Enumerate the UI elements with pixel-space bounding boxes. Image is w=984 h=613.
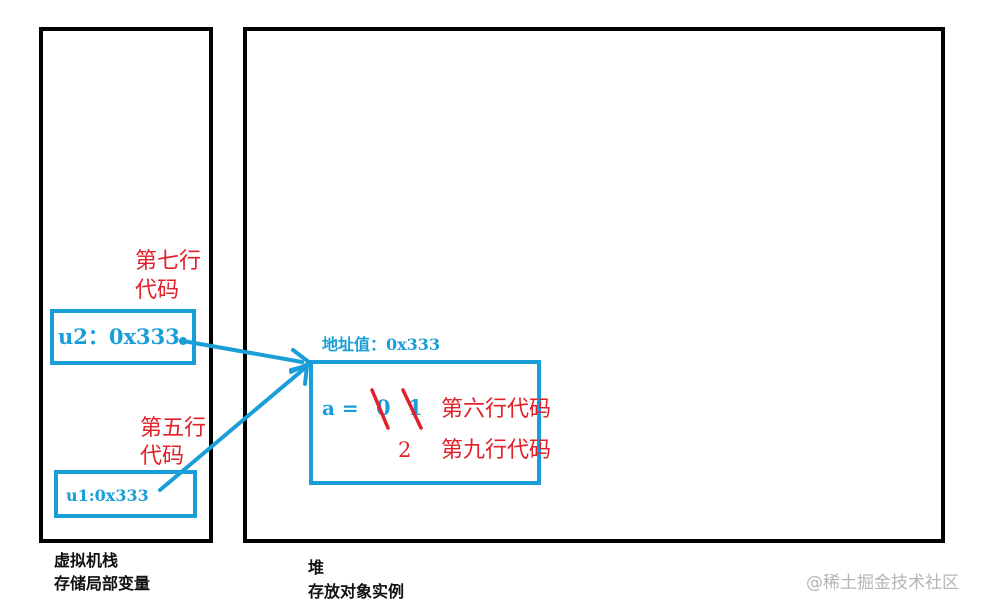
annotation-line6: 第六行代码 xyxy=(441,397,552,422)
annotation-line9: 第九行代码 xyxy=(441,438,552,463)
heap-object-box xyxy=(309,360,541,485)
annotation-line7-b: 代码 xyxy=(135,278,180,303)
annotation-line5-a: 第五行 xyxy=(140,416,207,441)
annotation-line5-b: 代码 xyxy=(140,444,185,469)
field-label: a = xyxy=(322,396,359,420)
heap-frame xyxy=(243,27,945,543)
annotation-line7-a: 第七行 xyxy=(135,249,202,274)
address-label: 地址值：0x333 xyxy=(322,335,441,354)
old-value-one: 1 xyxy=(408,395,423,420)
new-value: 2 xyxy=(398,438,412,462)
old-value-zero: 0 xyxy=(376,395,391,420)
u2-variable-box xyxy=(50,309,196,365)
stack-caption-desc: 存储局部变量 xyxy=(54,574,151,593)
stack-frame xyxy=(39,27,213,543)
watermark: @稀土掘金技术社区 xyxy=(806,573,959,593)
heap-caption-desc: 存放对象实例 xyxy=(308,582,405,601)
stack-caption-title: 虚拟机栈 xyxy=(54,551,119,570)
u2-label: u2：0x333 xyxy=(58,324,180,349)
u1-label: u1:0x333 xyxy=(66,486,149,505)
u1-variable-box xyxy=(54,470,197,518)
heap-caption-title: 堆 xyxy=(308,558,325,577)
